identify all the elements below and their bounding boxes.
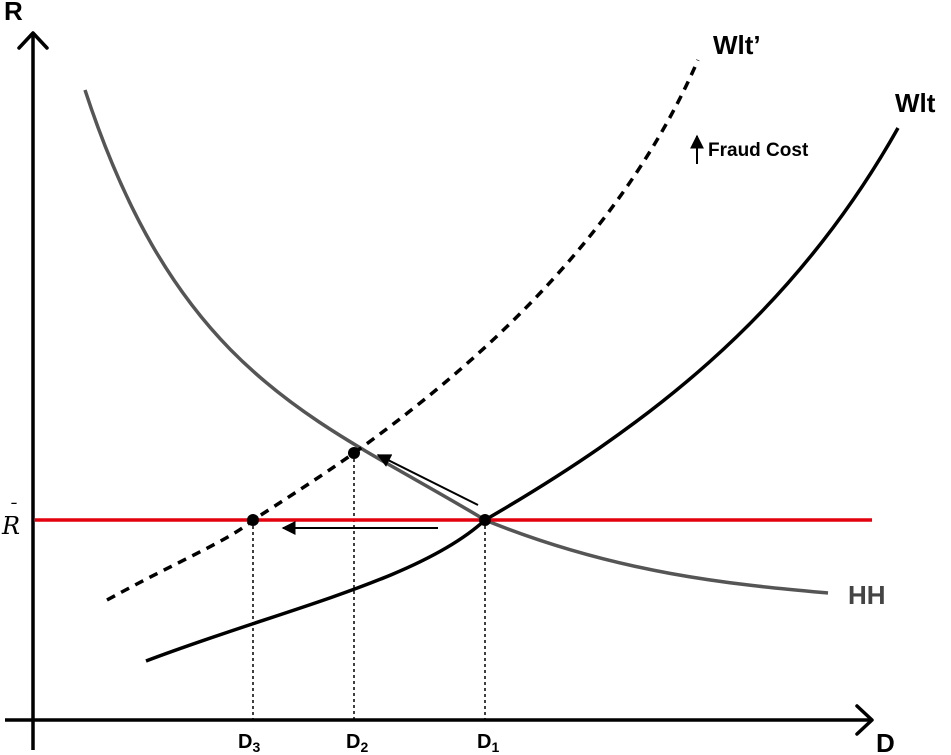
tick-d2-base: D <box>346 731 360 753</box>
tick-label-d2: D2 <box>346 731 368 755</box>
y-axis-label: R <box>4 0 23 26</box>
svg-text:D3: D3 <box>238 731 260 755</box>
tick-label-d1: D1 <box>477 731 499 755</box>
hh-label: HH <box>848 580 886 610</box>
wlt-label: Wlt <box>895 88 936 118</box>
y-axis-arrowhead <box>17 31 49 50</box>
x-axis-arrowhead <box>855 704 874 736</box>
fraud-cost-label: Fraud Cost <box>708 140 809 161</box>
tick-label-d3: D3 <box>238 731 260 755</box>
hh-curve <box>83 89 829 595</box>
r-bar-letter: R <box>1 512 20 540</box>
fraud-cost-annotation: Fraud Cost <box>690 134 809 164</box>
wlt-prime-label: Wlt’ <box>713 30 761 60</box>
wlt-curve <box>145 127 900 663</box>
x-axis-label: D <box>876 728 895 755</box>
tick-d2-sub: 2 <box>360 739 368 755</box>
tick-d1-base: D <box>477 731 491 753</box>
equilibrium-point-d1 <box>479 514 491 526</box>
equilibrium-point-d2 <box>348 447 360 459</box>
tick-d3-base: D <box>238 731 252 753</box>
shift-arrow-diagonal <box>376 454 479 506</box>
equilibrium-point-d3 <box>247 514 259 526</box>
r-bar-label: R ¯ <box>1 500 20 540</box>
tick-d3-sub: 3 <box>252 739 260 755</box>
tick-d1-sub: 1 <box>491 739 499 755</box>
svg-text:D2: D2 <box>346 731 368 755</box>
r-bar-overline: ¯ <box>8 500 17 521</box>
svg-text:D1: D1 <box>477 731 499 755</box>
